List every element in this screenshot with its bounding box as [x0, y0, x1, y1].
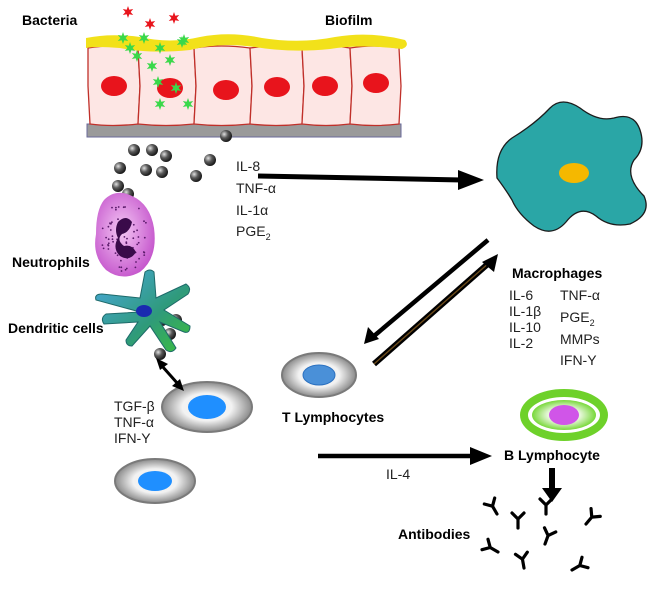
- arrow-macrophage-to-t-cell: [364, 238, 490, 344]
- label-b-lymphocyte: B Lymphocyte: [504, 447, 600, 463]
- cytokine-tnfa: TNF-α: [236, 179, 276, 196]
- antibodies-group: [480, 496, 602, 572]
- biofilm-layer: [86, 34, 407, 52]
- bacterium-green: [154, 42, 166, 54]
- nucleus: [264, 77, 290, 97]
- cytokine-pge2: PGE2: [236, 223, 271, 243]
- bacterium-green: [178, 34, 190, 46]
- cytokine-tnfa: TNF-α: [114, 414, 154, 430]
- label-macrophages: Macrophages: [512, 265, 603, 281]
- neutrophil-nucleus: [115, 218, 136, 259]
- antibody: [584, 507, 602, 526]
- macrophage: [496, 101, 647, 232]
- bacterium-green: [182, 98, 194, 110]
- bacterium-green: [146, 60, 158, 72]
- t-lymphocyte-nucleus: [302, 364, 336, 386]
- cytokine-il1b: IL-1β: [509, 303, 542, 319]
- dendritic-nucleus: [136, 305, 152, 317]
- cytokine-particle: [114, 162, 126, 174]
- cytokine-particle: [140, 164, 152, 176]
- bacterium-green: [170, 82, 182, 94]
- bacteria-cluster: [117, 6, 194, 110]
- cytokine-il1a: IL-1α: [236, 201, 269, 218]
- antibody: [480, 537, 500, 554]
- antibody: [482, 496, 499, 516]
- bacterium-green: [164, 54, 176, 66]
- nucleus: [101, 76, 127, 96]
- cytokine-particle: [220, 130, 232, 142]
- cytokine-ifng: IFN-Υ: [114, 430, 151, 446]
- cytokine-tnfa: TNF-α: [560, 287, 600, 303]
- antibody: [538, 497, 554, 516]
- cytokine-pge2: PGE2: [560, 308, 595, 328]
- neutrophil-cell: [95, 192, 155, 277]
- nucleus: [363, 73, 389, 93]
- label-bacteria: Bacteria: [22, 12, 78, 28]
- antibody: [513, 550, 529, 570]
- label-antibodies: Antibodies: [398, 526, 471, 542]
- cytokine-particle: [112, 180, 124, 192]
- t-lymphocyte-lower: [114, 458, 196, 504]
- label-il4: IL-4: [386, 466, 411, 482]
- dendritic-cell: [95, 269, 191, 353]
- bacterium-green: [117, 32, 129, 44]
- b-lymphocyte-nucleus: [549, 405, 579, 425]
- arrow-t-cell-to-b-cell: [318, 447, 492, 465]
- cytokine-ifng: IFN-Υ: [560, 352, 597, 369]
- cytokine-particle: [128, 144, 140, 156]
- arrow-cytokines-to-macrophage: [257, 170, 484, 190]
- antibody: [542, 526, 558, 546]
- t-lymphocyte-middle: [161, 381, 253, 433]
- bacterium-green: [138, 32, 150, 44]
- t-lymphocyte-upper: [281, 352, 357, 398]
- epithelium: [86, 34, 407, 138]
- bacterium-red: [168, 12, 180, 24]
- macrophage-cytokine-list-left: IL-6 IL-1β IL-10 IL-2: [509, 287, 541, 351]
- cytokine-particle: [204, 154, 216, 166]
- nucleus: [213, 80, 239, 100]
- bacterium-green: [154, 98, 166, 110]
- label-biofilm: Biofilm: [325, 12, 373, 28]
- epithelial-nuclei: [101, 73, 389, 100]
- arrows: [156, 170, 562, 502]
- cytokine-particle: [154, 348, 166, 360]
- cytokine-il10: IL-10: [509, 319, 541, 335]
- nucleus: [157, 78, 183, 98]
- cytokine-particle: [146, 144, 158, 156]
- basement-membrane: [86, 123, 402, 138]
- macrophage-nucleus: [559, 163, 589, 183]
- cytokine-particle: [156, 166, 168, 178]
- bacterium-green: [152, 76, 164, 88]
- cytokine-il2: IL-2: [509, 335, 534, 351]
- arrow-dendritic-t-cell: [156, 358, 184, 391]
- bacterium-red: [122, 6, 134, 18]
- antibody: [510, 511, 526, 530]
- cytokine-particle: [160, 150, 172, 162]
- nucleus: [312, 76, 338, 96]
- cytokine-mmps: MMPs: [560, 330, 600, 347]
- b-lymphocyte: [520, 389, 608, 441]
- t-lymphocyte-nucleus: [138, 471, 172, 491]
- bacterium-green: [124, 42, 136, 54]
- cytokine-il8: IL-8: [236, 158, 261, 174]
- macrophage-cytokine-list-right: TNF-α PGE2 MMPs IFN-Υ: [560, 287, 600, 374]
- cytokine-tgfb: TGF-β: [114, 398, 155, 414]
- epithelial-cytokine-list: IL-8 TNF-α IL-1α PGE2: [236, 158, 276, 245]
- label-dendritic-cells: Dendritic cells: [8, 320, 104, 336]
- label-neutrophils: Neutrophils: [12, 254, 90, 270]
- antibody: [570, 555, 590, 572]
- cytokine-particle: [190, 170, 202, 182]
- t-cell-cytokine-list: TGF-β TNF-α IFN-Υ: [114, 398, 155, 446]
- arrow-t-cell-to-macrophage: [372, 254, 498, 367]
- bacterium-green: [131, 50, 143, 62]
- cytokine-il6: IL-6: [509, 287, 534, 303]
- label-t-lymphocytes: T Lymphocytes: [282, 409, 385, 425]
- t-lymphocyte-nucleus: [188, 395, 226, 419]
- bacterium-red: [144, 18, 156, 30]
- neutrophil: [95, 192, 155, 277]
- arrow-b-cell-to-antibodies: [542, 468, 562, 502]
